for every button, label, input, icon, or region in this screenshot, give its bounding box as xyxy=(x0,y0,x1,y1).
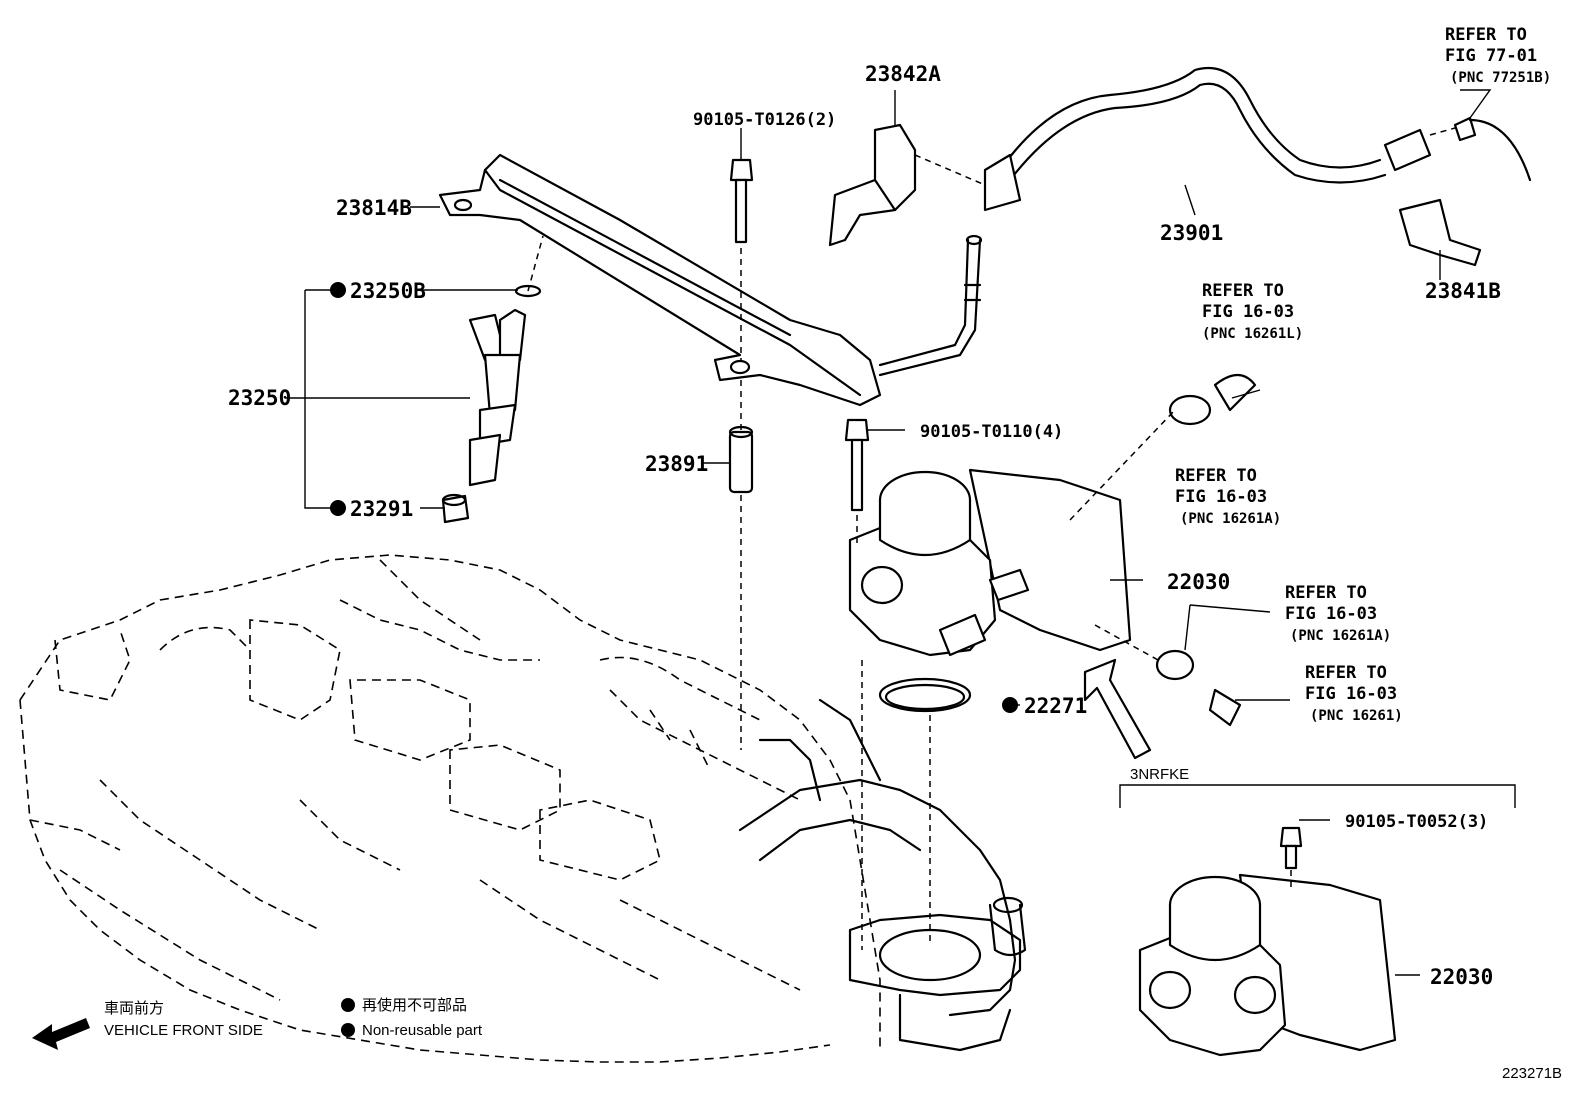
svg-text:FIG 16-03: FIG 16-03 xyxy=(1202,302,1294,322)
variant-label: 3NRFKE xyxy=(1130,766,1189,783)
throttle-body-variant xyxy=(1138,826,1397,1057)
fuel-injector xyxy=(468,284,542,487)
legend-nonreuse-jp: 再使用不可部品 xyxy=(362,997,467,1014)
svg-text:FIG 16-03: FIG 16-03 xyxy=(1285,604,1377,624)
label-23250: 23250 xyxy=(228,386,291,410)
ref-fig-16-03-A1: REFER TO FIG 16-03 (PNC 16261A) xyxy=(1175,466,1281,527)
variant-bracket xyxy=(1119,784,1516,808)
legend-nonreuse-en: Non-reusable part xyxy=(362,1022,483,1039)
ref-fig-77-01: REFER TO FIG 77-01 (PNC 77251B) xyxy=(1445,25,1551,86)
legend-front-en: VEHICLE FRONT SIDE xyxy=(104,1022,263,1039)
spacer-23891 xyxy=(728,425,754,494)
label-22030-main: 22030 xyxy=(1167,570,1230,594)
label-23291: 23291 xyxy=(350,497,413,521)
fuel-hose xyxy=(983,66,1532,212)
label-22030-variant: 22030 xyxy=(1430,965,1493,989)
svg-text:(PNC 77251B): (PNC 77251B) xyxy=(1450,70,1551,86)
svg-text:(PNC 16261A): (PNC 16261A) xyxy=(1180,511,1281,527)
svg-text:FIG 16-03: FIG 16-03 xyxy=(1305,684,1397,704)
svg-text:(PNC 16261L): (PNC 16261L) xyxy=(1202,326,1303,342)
nonreusable-markers xyxy=(330,282,1018,1037)
throttle-body-main xyxy=(848,468,1132,657)
svg-text:(PNC 16261A): (PNC 16261A) xyxy=(1290,628,1391,644)
engine-outline xyxy=(19,554,881,1063)
assembly-lines xyxy=(527,127,1456,950)
clamp-23842A xyxy=(828,123,917,247)
label-23841B: 23841B xyxy=(1425,279,1501,303)
clamp-23841B xyxy=(1398,198,1482,267)
intake-manifold xyxy=(738,698,1027,1052)
label-23814B: 23814B xyxy=(336,196,412,220)
air-inlet-arrow xyxy=(1083,658,1152,760)
leader-lines xyxy=(285,89,1492,976)
vehicle-front-arrow-icon xyxy=(32,1018,90,1050)
ref-fig-16-03-base: REFER TO FIG 16-03 (PNC 16261) xyxy=(1305,663,1403,724)
svg-text:REFER TO: REFER TO xyxy=(1175,466,1257,486)
svg-text:FIG 77-01: FIG 77-01 xyxy=(1445,46,1537,66)
svg-text:REFER TO: REFER TO xyxy=(1305,663,1387,683)
label-23842A: 23842A xyxy=(865,62,941,86)
gasket-22271 xyxy=(878,677,972,713)
svg-text:REFER TO: REFER TO xyxy=(1285,583,1367,603)
label-90105-T0052: 90105-T0052(3) xyxy=(1345,812,1488,832)
label-23891: 23891 xyxy=(645,452,708,476)
bolt-90105-T0126 xyxy=(729,158,754,244)
diagram-id: 223271B xyxy=(1502,1065,1562,1082)
legend-front-jp: 車両前方 xyxy=(104,1000,164,1017)
svg-text:REFER TO: REFER TO xyxy=(1202,281,1284,301)
bolt-90105-T0110 xyxy=(844,418,870,512)
svg-text:FIG 16-03: FIG 16-03 xyxy=(1175,487,1267,507)
ref-fig-16-03-L: REFER TO FIG 16-03 (PNC 16261L) xyxy=(1202,281,1303,342)
label-90105-T0126: 90105-T0126(2) xyxy=(693,110,836,130)
injector-insulator xyxy=(441,493,470,524)
label-22271: 22271 xyxy=(1024,694,1087,718)
hose-clamps-right xyxy=(1155,373,1257,727)
svg-text:(PNC 16261): (PNC 16261) xyxy=(1310,708,1403,724)
ref-fig-16-03-A2: REFER TO FIG 16-03 (PNC 16261A) xyxy=(1285,583,1391,644)
label-23250B: 23250B xyxy=(350,279,426,303)
label-90105-T0110: 90105-T0110(4) xyxy=(920,422,1063,442)
label-23901: 23901 xyxy=(1160,221,1223,245)
svg-text:REFER TO: REFER TO xyxy=(1445,25,1527,45)
fuel-delivery-pipe xyxy=(438,153,983,407)
